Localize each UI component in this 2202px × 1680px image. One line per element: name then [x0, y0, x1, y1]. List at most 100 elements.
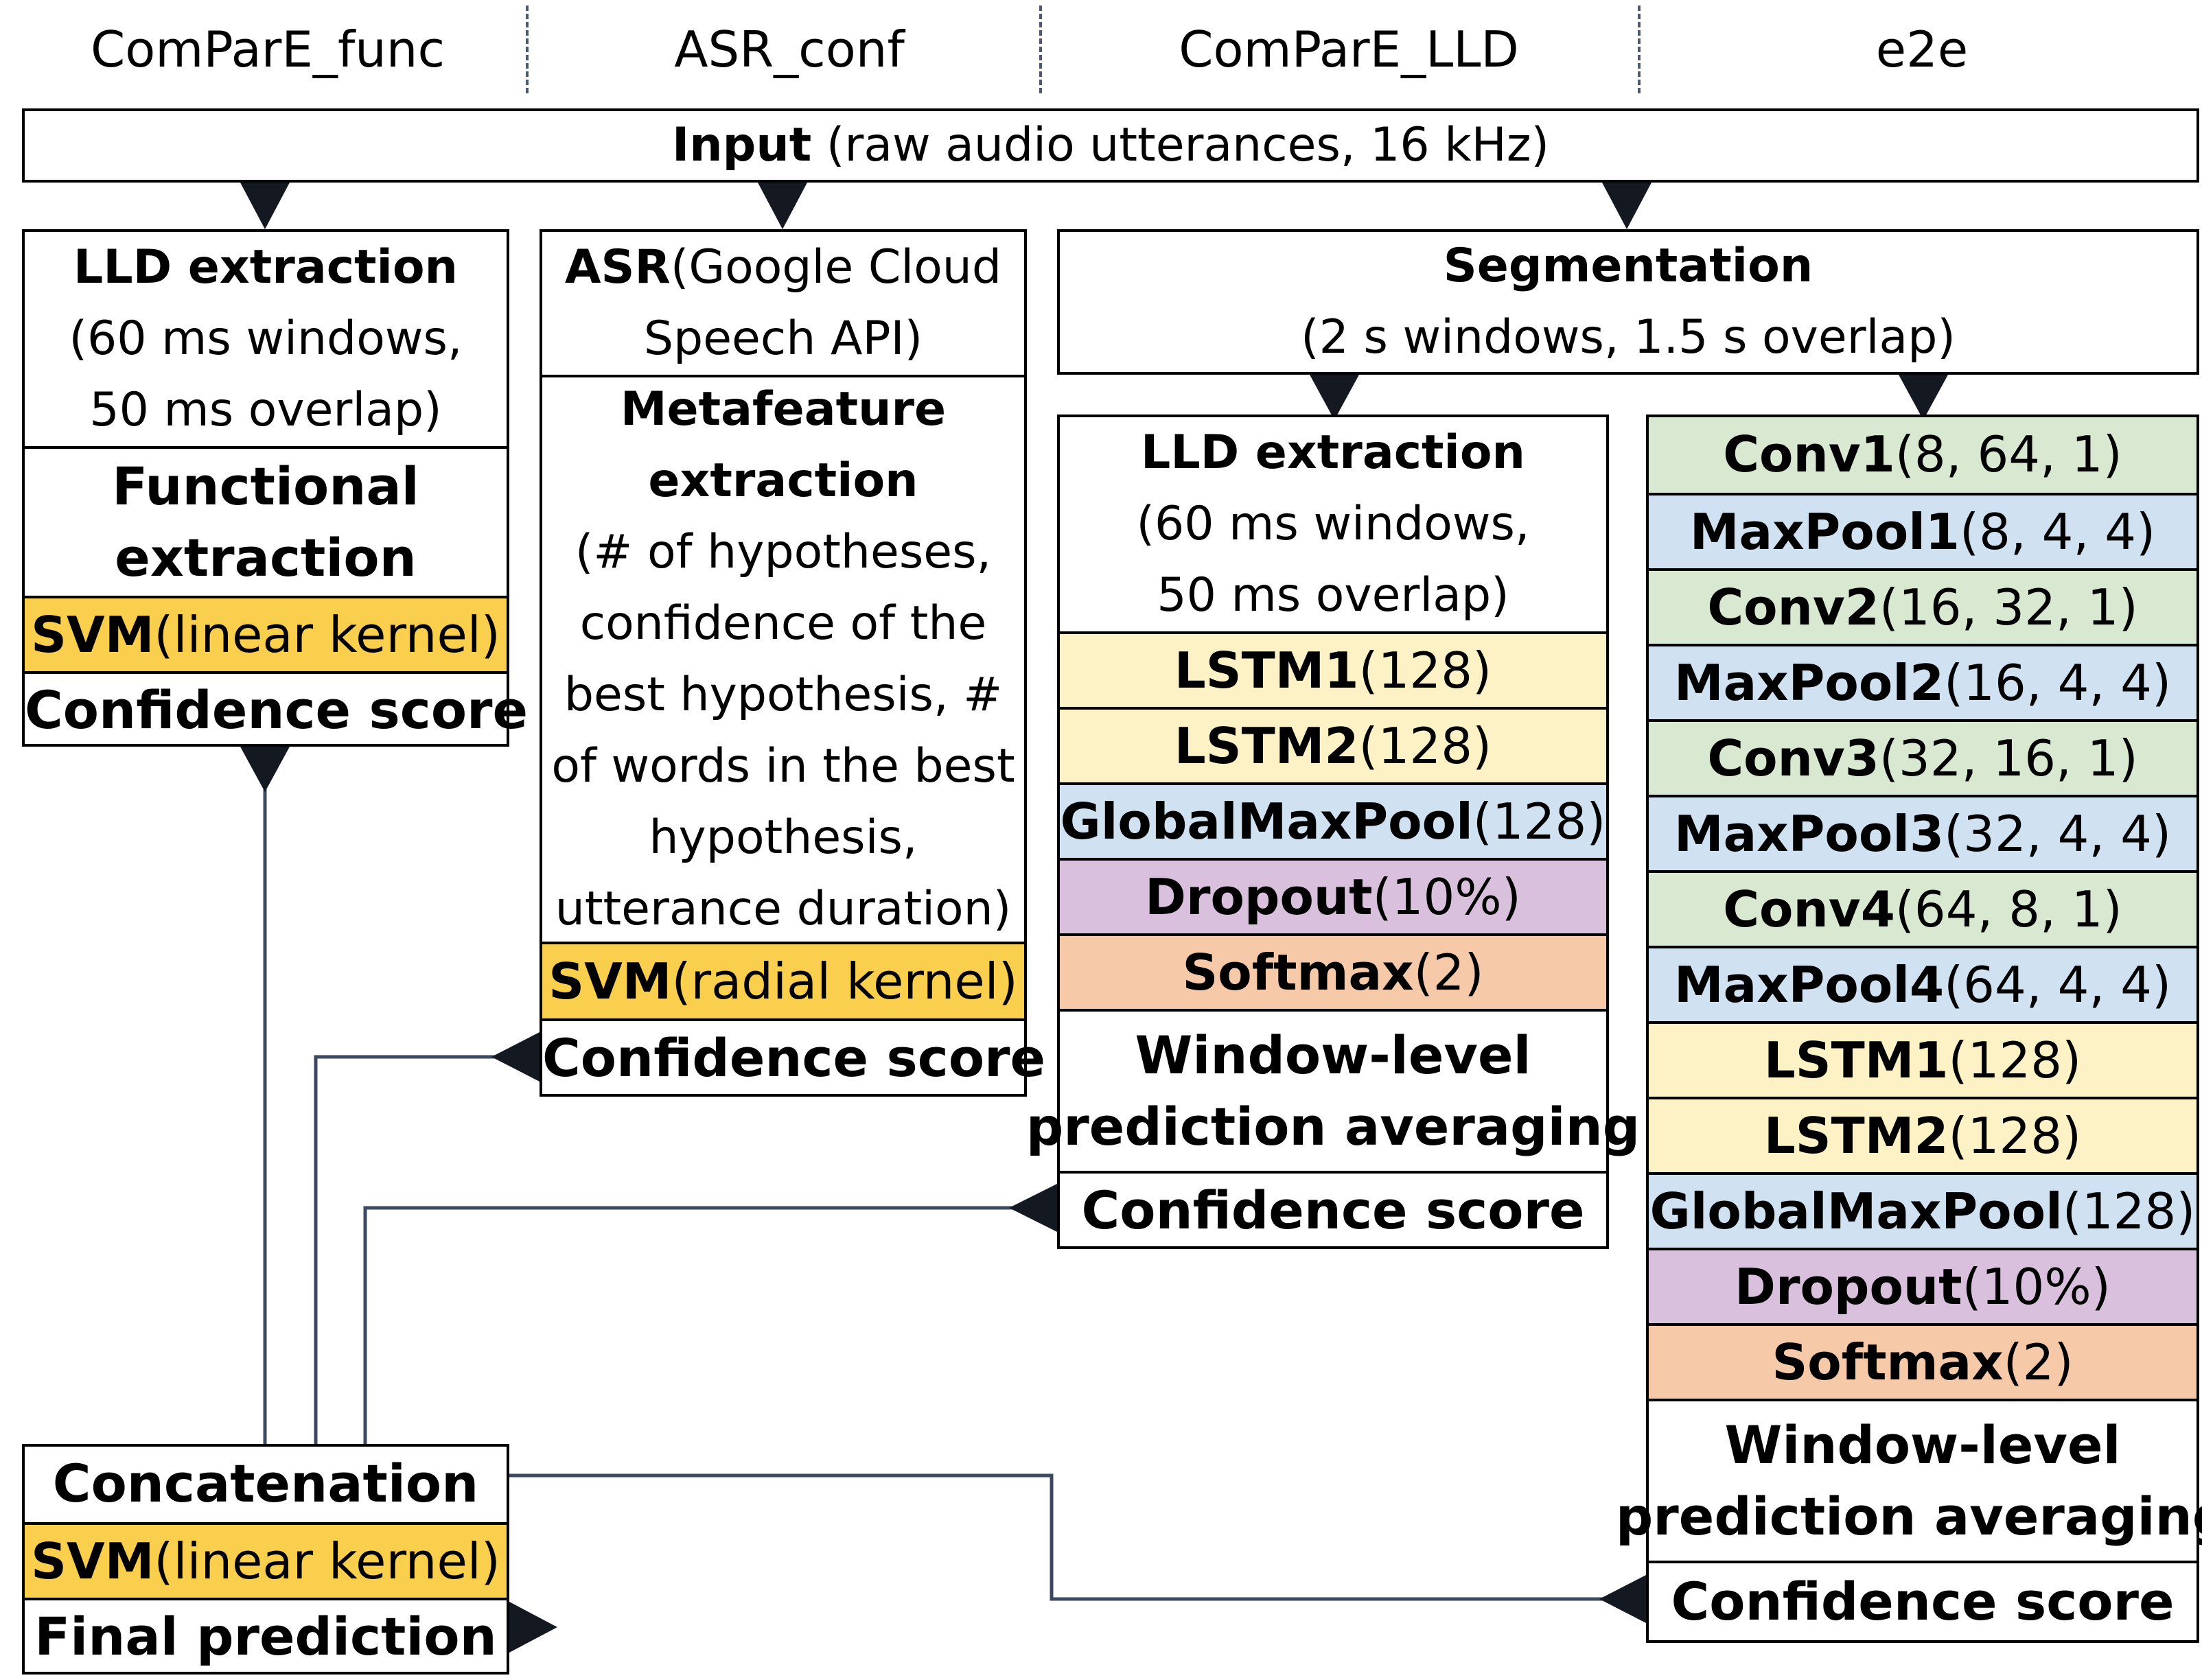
layer-name: Softmax [1772, 1333, 2004, 1391]
layer-softmax: Softmax(2) [1649, 1323, 2197, 1399]
confidence-score-step: Confidence score [1649, 1561, 2197, 1640]
column-divider [526, 5, 529, 93]
fusion-pipeline: Concatenation SVM(linear kernel) Final p… [22, 1444, 509, 1675]
layer-params: (2) [2003, 1333, 2074, 1391]
arrow-down-icon [240, 747, 290, 792]
input-box: Input (raw audio utterances, 16 kHz) [22, 108, 2199, 183]
functional-extraction-line1: Functional [112, 456, 419, 517]
metafeature-detail: of words in the best [551, 739, 1015, 793]
svm-step: SVM(linear kernel) [25, 596, 507, 671]
arrow-down-icon [758, 183, 807, 229]
layer-name: MaxPool4 [1673, 956, 1945, 1014]
svm-kernel: (linear kernel) [154, 606, 500, 664]
layer-name: Dropout [1735, 1258, 1962, 1316]
lld-extraction-windows: (60 ms windows, [69, 312, 463, 366]
layer-params: (128) [1358, 717, 1492, 775]
layer-name: MaxPool2 [1673, 654, 1945, 712]
final-prediction-step: Final prediction [25, 1598, 507, 1673]
layer-params: (32, 4, 4) [1944, 805, 2172, 863]
layer-params: (128) [1358, 642, 1492, 699]
layer-maxpool3: MaxPool3(32, 4, 4) [1649, 795, 2197, 870]
segmentation-box: Segmentation (2 s windows, 1.5 s overlap… [1057, 229, 2199, 375]
layer-conv4: Conv4(64, 8, 1) [1649, 870, 2197, 946]
metafeature-detail: hypothesis, [649, 810, 918, 865]
lld-pipeline: LLD extraction (60 ms windows, 50 ms ove… [1026, 415, 1640, 1249]
layer-params: (128) [2062, 1182, 2196, 1240]
svm-kernel: (radial kernel) [671, 953, 1018, 1010]
layer-params: (64, 4, 4) [1944, 956, 2172, 1014]
layer-conv2: Conv2(16, 32, 1) [1649, 568, 2197, 644]
column-divider [1638, 5, 1641, 93]
segmentation-title: Segmentation [1443, 239, 1813, 293]
layer-globalmaxpool: GlobalMaxPool(128) [1060, 782, 1606, 858]
lld-extraction-overlap: 50 ms overlap) [89, 383, 442, 437]
svm-label: SVM [31, 606, 154, 664]
asr-label: ASR [564, 240, 671, 294]
header-asr-conf: ASR_conf [674, 21, 905, 78]
asr-service: (Google Cloud [670, 240, 1002, 294]
layer-name: Conv2 [1707, 579, 1879, 636]
layer-maxpool1: MaxPool1(8, 4, 4) [1649, 493, 2197, 568]
confidence-score-step: Confidence score [1060, 1171, 1606, 1248]
functional-extraction-step: Functional extraction [25, 446, 507, 596]
lld-extraction-windows: (60 ms windows, [1136, 497, 1530, 551]
layer-name: MaxPool1 [1689, 503, 1960, 561]
window-averaging-line1: Window-level [1724, 1414, 2121, 1475]
column-divider [1039, 5, 1042, 93]
layer-params: (64, 8, 1) [1894, 880, 2122, 938]
arrow-down-icon [1602, 183, 1652, 229]
lld-extraction-step: LLD extraction (60 ms windows, 50 ms ove… [1060, 417, 1606, 631]
layer-name: Conv1 [1723, 425, 1895, 483]
metafeature-detail: (# of hypotheses, [575, 525, 992, 579]
asr-step: ASR(Google Cloud Speech API) [542, 232, 1024, 375]
layer-params: (128) [1472, 793, 1606, 850]
layer-lstm2: LSTM2(128) [1060, 707, 1606, 782]
arrow-down-icon [240, 183, 290, 229]
lld-extraction-title: LLD extraction [73, 240, 458, 294]
functional-extraction-line2: extraction [115, 527, 417, 588]
layer-lstm1: LSTM1(128) [1060, 631, 1606, 707]
layer-name: LSTM1 [1174, 642, 1359, 699]
layer-params: (8, 4, 4) [1960, 503, 2156, 561]
layer-conv1: Conv1(8, 64, 1) [1649, 417, 2197, 493]
asr-line1: ASR(Google Cloud [565, 232, 1001, 303]
asr-pipeline: ASR(Google Cloud Speech API) Metafeature… [540, 229, 1045, 1097]
layer-params: (8, 64, 1) [1894, 425, 2122, 483]
lld-extraction-overlap: 50 ms overlap) [1157, 568, 1509, 622]
layer-params: (128) [1948, 1107, 2082, 1165]
e2e-pipeline: Conv1(8, 64, 1) MaxPool1(8, 4, 4) Conv2(… [1616, 415, 2202, 1643]
window-averaging-line2: prediction averaging [1025, 1096, 1641, 1157]
metafeature-title-line1: Metafeature [620, 382, 947, 436]
func-pipeline: LLD extraction (60 ms windows, 50 ms ove… [22, 229, 528, 747]
svm-label: SVM [548, 953, 672, 1010]
layer-lstm1: LSTM1(128) [1649, 1021, 2197, 1097]
layer-lstm2: LSTM2(128) [1649, 1097, 2197, 1172]
layer-params: (128) [1948, 1031, 2082, 1089]
layer-name: LSTM1 [1763, 1031, 1949, 1089]
layer-globalmaxpool: GlobalMaxPool(128) [1649, 1172, 2197, 1248]
metafeature-extraction-step: Metafeature extraction (# of hypotheses,… [542, 375, 1024, 942]
header-e2e: e2e [1875, 21, 1969, 78]
arrow-right-icon [509, 1602, 557, 1653]
metafeature-detail: confidence of the [579, 596, 987, 651]
arrow-left-icon [1009, 1183, 1058, 1233]
layer-params: (10%) [1962, 1258, 2111, 1316]
svm-step: SVM(linear kernel) [25, 1522, 507, 1598]
window-averaging-line2: prediction averaging [1615, 1486, 2202, 1547]
layer-name: GlobalMaxPool [1060, 793, 1473, 850]
input-description: (raw audio utterances, 16 kHz) [811, 118, 1550, 172]
concatenation-step: Concatenation [52, 1453, 479, 1514]
layer-params: (10%) [1372, 868, 1521, 926]
arrow-left-icon [1599, 1574, 1647, 1624]
layer-name: Dropout [1145, 868, 1373, 926]
segmentation-step: Segmentation (2 s windows, 1.5 s overlap… [1060, 232, 2197, 372]
layer-params: (32, 16, 1) [1879, 730, 2138, 787]
svm-step: SVM(radial kernel) [542, 942, 1024, 1018]
layer-name: Softmax [1182, 944, 1414, 1001]
layer-name: GlobalMaxPool [1649, 1182, 2063, 1240]
layer-dropout: Dropout(10%) [1060, 858, 1606, 933]
svm-label: SVM [31, 1532, 154, 1590]
layer-maxpool2: MaxPool2(16, 4, 4) [1649, 644, 2197, 719]
layer-maxpool4: MaxPool4(64, 4, 4) [1649, 946, 2197, 1021]
header-comparE-func: ComParE_func [90, 21, 445, 78]
